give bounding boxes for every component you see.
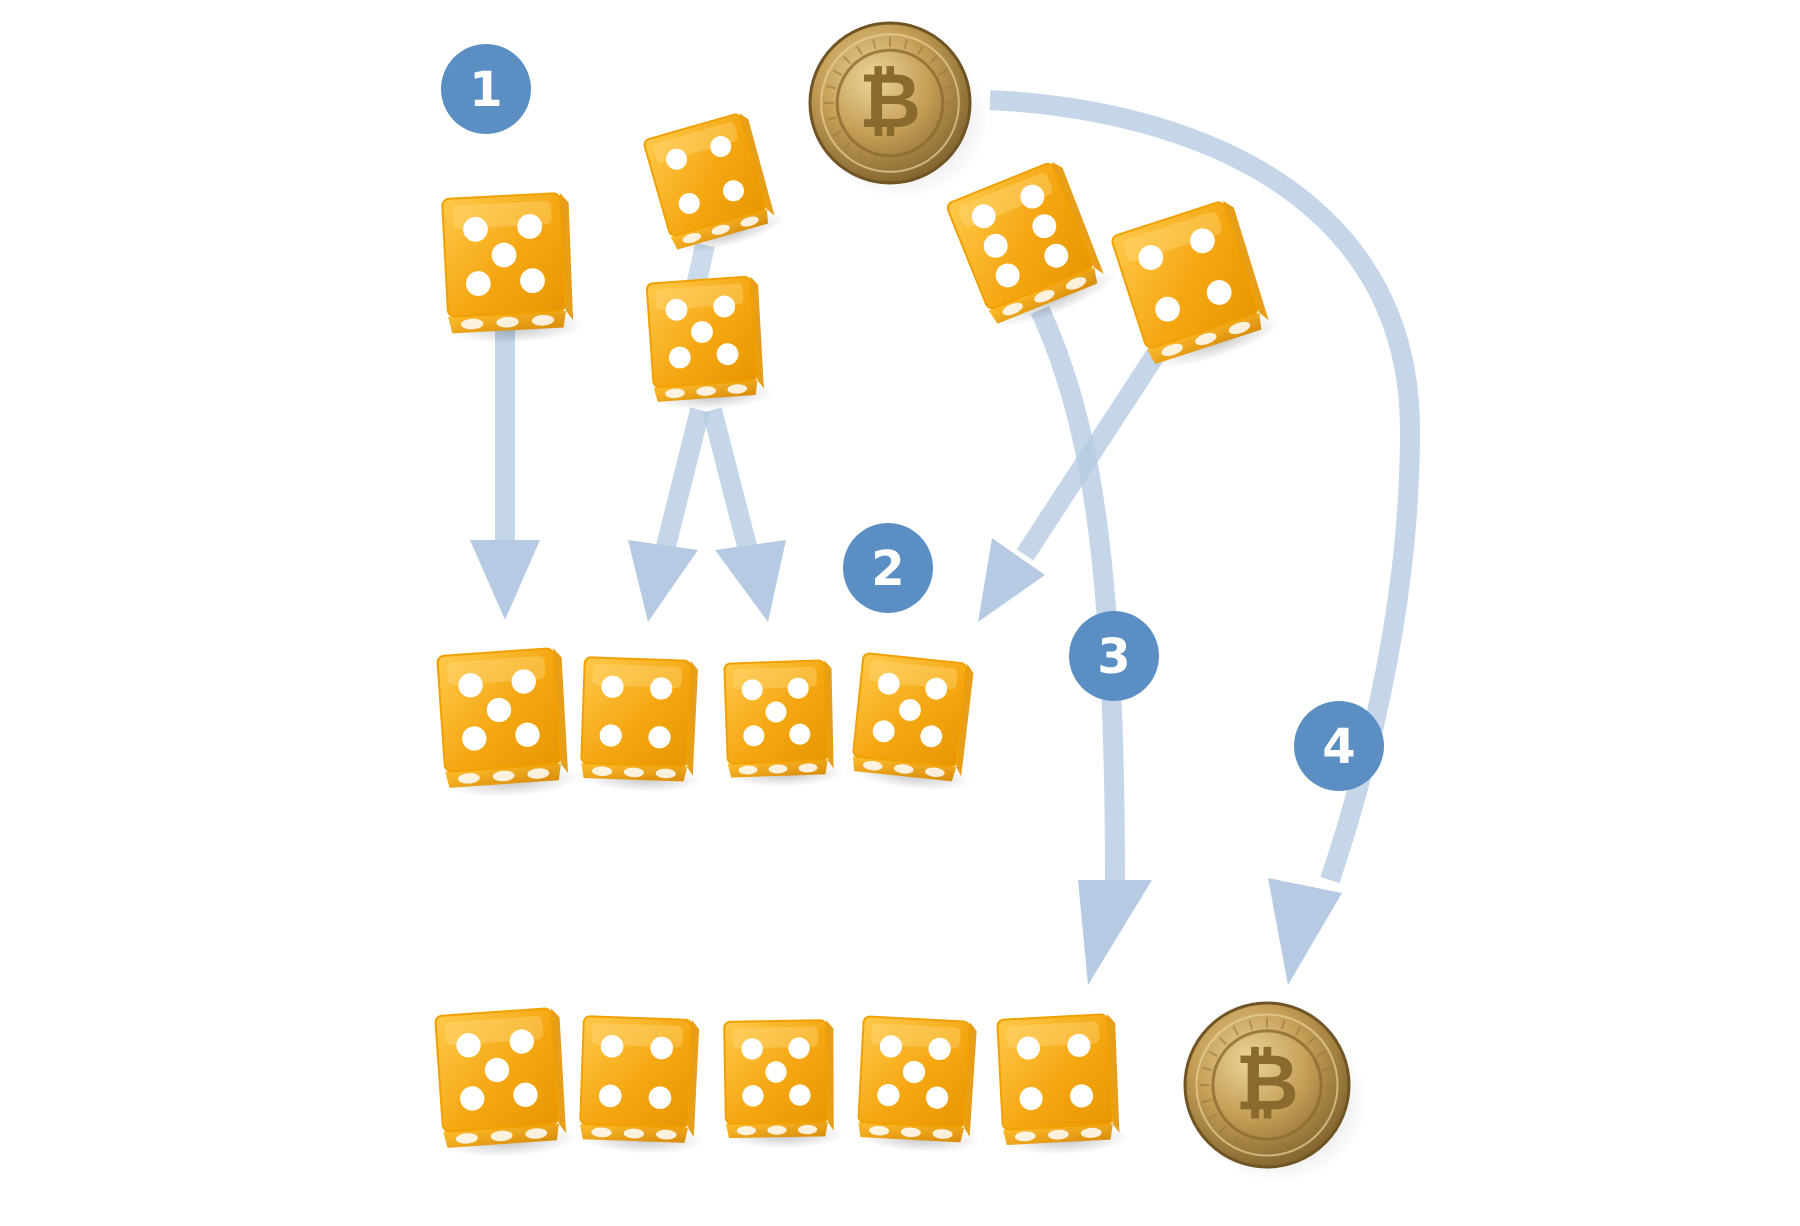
step-badge-3: 3 (1069, 611, 1159, 701)
scattered-die-4 (946, 161, 1117, 327)
coins-layer: ₿₿ (808, 21, 1368, 1184)
row3-die-5 (996, 1013, 1131, 1155)
row2-die-3 (723, 659, 845, 788)
arrow-die3-to-row2-second (628, 407, 710, 622)
row2-die-4 (852, 652, 974, 791)
arrow-die1-to-row2 (470, 325, 540, 620)
bitcoin-coin-icon-bottom-glyph: ₿ (1235, 1039, 1298, 1129)
bitcoin-coin-icon-top-glyph: ₿ (859, 56, 921, 145)
scattered-die-1 (441, 192, 586, 344)
row2-die-2 (580, 656, 704, 793)
scattered-die-2 (643, 113, 786, 253)
arrow-die4-to-row3 (1030, 305, 1152, 985)
dice-layer (434, 113, 1282, 1158)
row3-die-2 (579, 1015, 705, 1154)
row3-die-3 (723, 1019, 845, 1149)
bitcoin-coin-icon-top: ₿ (808, 21, 989, 199)
step-badges: 1 2 3 4 (441, 44, 1384, 791)
scattered-die-3 (645, 275, 775, 411)
step-badge-3-label: 3 (1097, 629, 1130, 685)
step-badge-4-label: 4 (1322, 719, 1355, 775)
step-badge-1: 1 (441, 44, 531, 134)
bitcoin-coin-icon-bottom: ₿ (1183, 1001, 1368, 1184)
arrow-die3-to-row2-third (702, 407, 786, 622)
row3-die-4 (857, 1015, 981, 1153)
flow-arrows (470, 90, 1421, 985)
row3-die-1 (434, 1007, 579, 1158)
step-badge-1-label: 1 (469, 62, 502, 118)
step-badge-2-label: 2 (871, 541, 904, 597)
scattered-die-5 (1111, 200, 1282, 368)
step-badge-2: 2 (843, 523, 933, 613)
step-badge-4: 4 (1294, 701, 1384, 791)
row2-die-1 (436, 647, 581, 798)
